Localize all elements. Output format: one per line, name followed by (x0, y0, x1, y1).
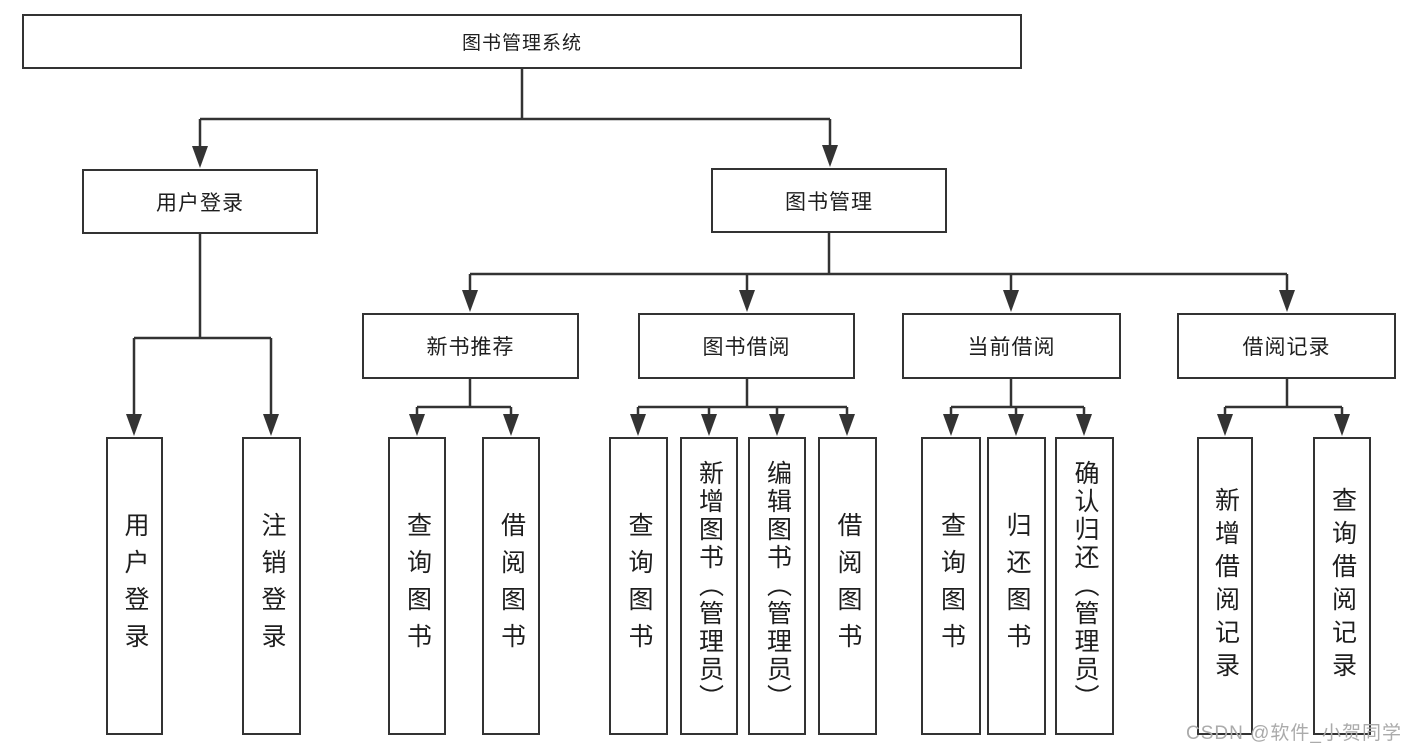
arrowhead (1003, 290, 1019, 312)
connector-bookmgmt-to-level2 (468, 233, 1289, 294)
node-book-management: 图书管理 (711, 168, 947, 233)
connector-userlogin-to-leaves (132, 234, 273, 418)
leaf-label: 编辑图书（管理员） (763, 460, 792, 712)
connector-currentborrow-to-leaves (949, 379, 1086, 420)
leaf-label: 查询借阅记录 (1328, 487, 1357, 685)
arrowheads (126, 145, 1350, 436)
arrowhead (630, 414, 646, 436)
arrowhead (769, 414, 785, 436)
leaf-label: 用户登录 (121, 512, 149, 660)
arrowhead (263, 414, 279, 436)
leaf-add-borrow-record: 新增借阅记录 (1197, 437, 1253, 735)
connector-root-to-level1 (198, 69, 832, 150)
leaf-borrow-books-recommend: 借阅图书 (482, 437, 540, 735)
leaf-user-login: 用户登录 (106, 437, 163, 735)
leaf-query-books-current: 查询图书 (921, 437, 981, 735)
leaf-label: 查询图书 (403, 512, 432, 660)
leaf-label: 查询图书 (625, 512, 653, 660)
connector-bookborrow-to-leaves (636, 379, 849, 420)
node-borrow-records: 借阅记录 (1177, 313, 1396, 379)
arrowhead (1334, 414, 1350, 436)
leaf-logout-login: 注销登录 (242, 437, 301, 735)
arrowhead (1076, 414, 1092, 436)
connector-newbook-to-leaves (415, 379, 513, 420)
leaf-return-books: 归还图书 (987, 437, 1046, 735)
csdn-watermark: CSDN @软件_小贺同学 (1186, 723, 1402, 744)
node-book-borrow: 图书借阅 (638, 313, 855, 379)
arrowhead (943, 414, 959, 436)
arrowhead (192, 146, 208, 168)
arrowhead (1008, 414, 1024, 436)
leaf-label: 借阅图书 (834, 512, 862, 660)
leaf-confirm-return-admin: 确认归还（管理员） (1055, 437, 1114, 735)
leaf-query-books-borrow: 查询图书 (609, 437, 668, 735)
arrowhead (839, 414, 855, 436)
arrowhead (503, 414, 519, 436)
arrowhead (126, 414, 142, 436)
leaf-query-books-recommend: 查询图书 (388, 437, 446, 735)
arrowhead (462, 290, 478, 312)
arrowhead (739, 290, 755, 312)
arrowhead (409, 414, 425, 436)
leaf-edit-books-admin: 编辑图书（管理员） (748, 437, 806, 735)
node-library-system: 图书管理系统 (22, 14, 1022, 69)
leaf-query-borrow-record: 查询借阅记录 (1313, 437, 1371, 735)
node-new-book-recommend: 新书推荐 (362, 313, 579, 379)
node-user-login: 用户登录 (82, 169, 318, 234)
leaf-label: 新增借阅记录 (1211, 487, 1240, 685)
arrowhead (1279, 290, 1295, 312)
leaf-label: 查询图书 (937, 512, 966, 660)
arrowhead (1217, 414, 1233, 436)
leaf-label: 借阅图书 (497, 512, 526, 660)
arrowhead (822, 145, 838, 167)
node-current-borrow: 当前借阅 (902, 313, 1121, 379)
leaf-borrow-books-borrow: 借阅图书 (818, 437, 877, 735)
leaf-label: 新增图书（管理员） (695, 460, 724, 712)
arrowhead (701, 414, 717, 436)
leaf-add-books-admin: 新增图书（管理员） (680, 437, 738, 735)
leaf-label: 注销登录 (258, 512, 286, 660)
leaf-label: 确认归还（管理员） (1071, 460, 1099, 712)
connector-borrowrecords-to-leaves (1223, 379, 1344, 420)
leaf-label: 归还图书 (1003, 512, 1031, 660)
